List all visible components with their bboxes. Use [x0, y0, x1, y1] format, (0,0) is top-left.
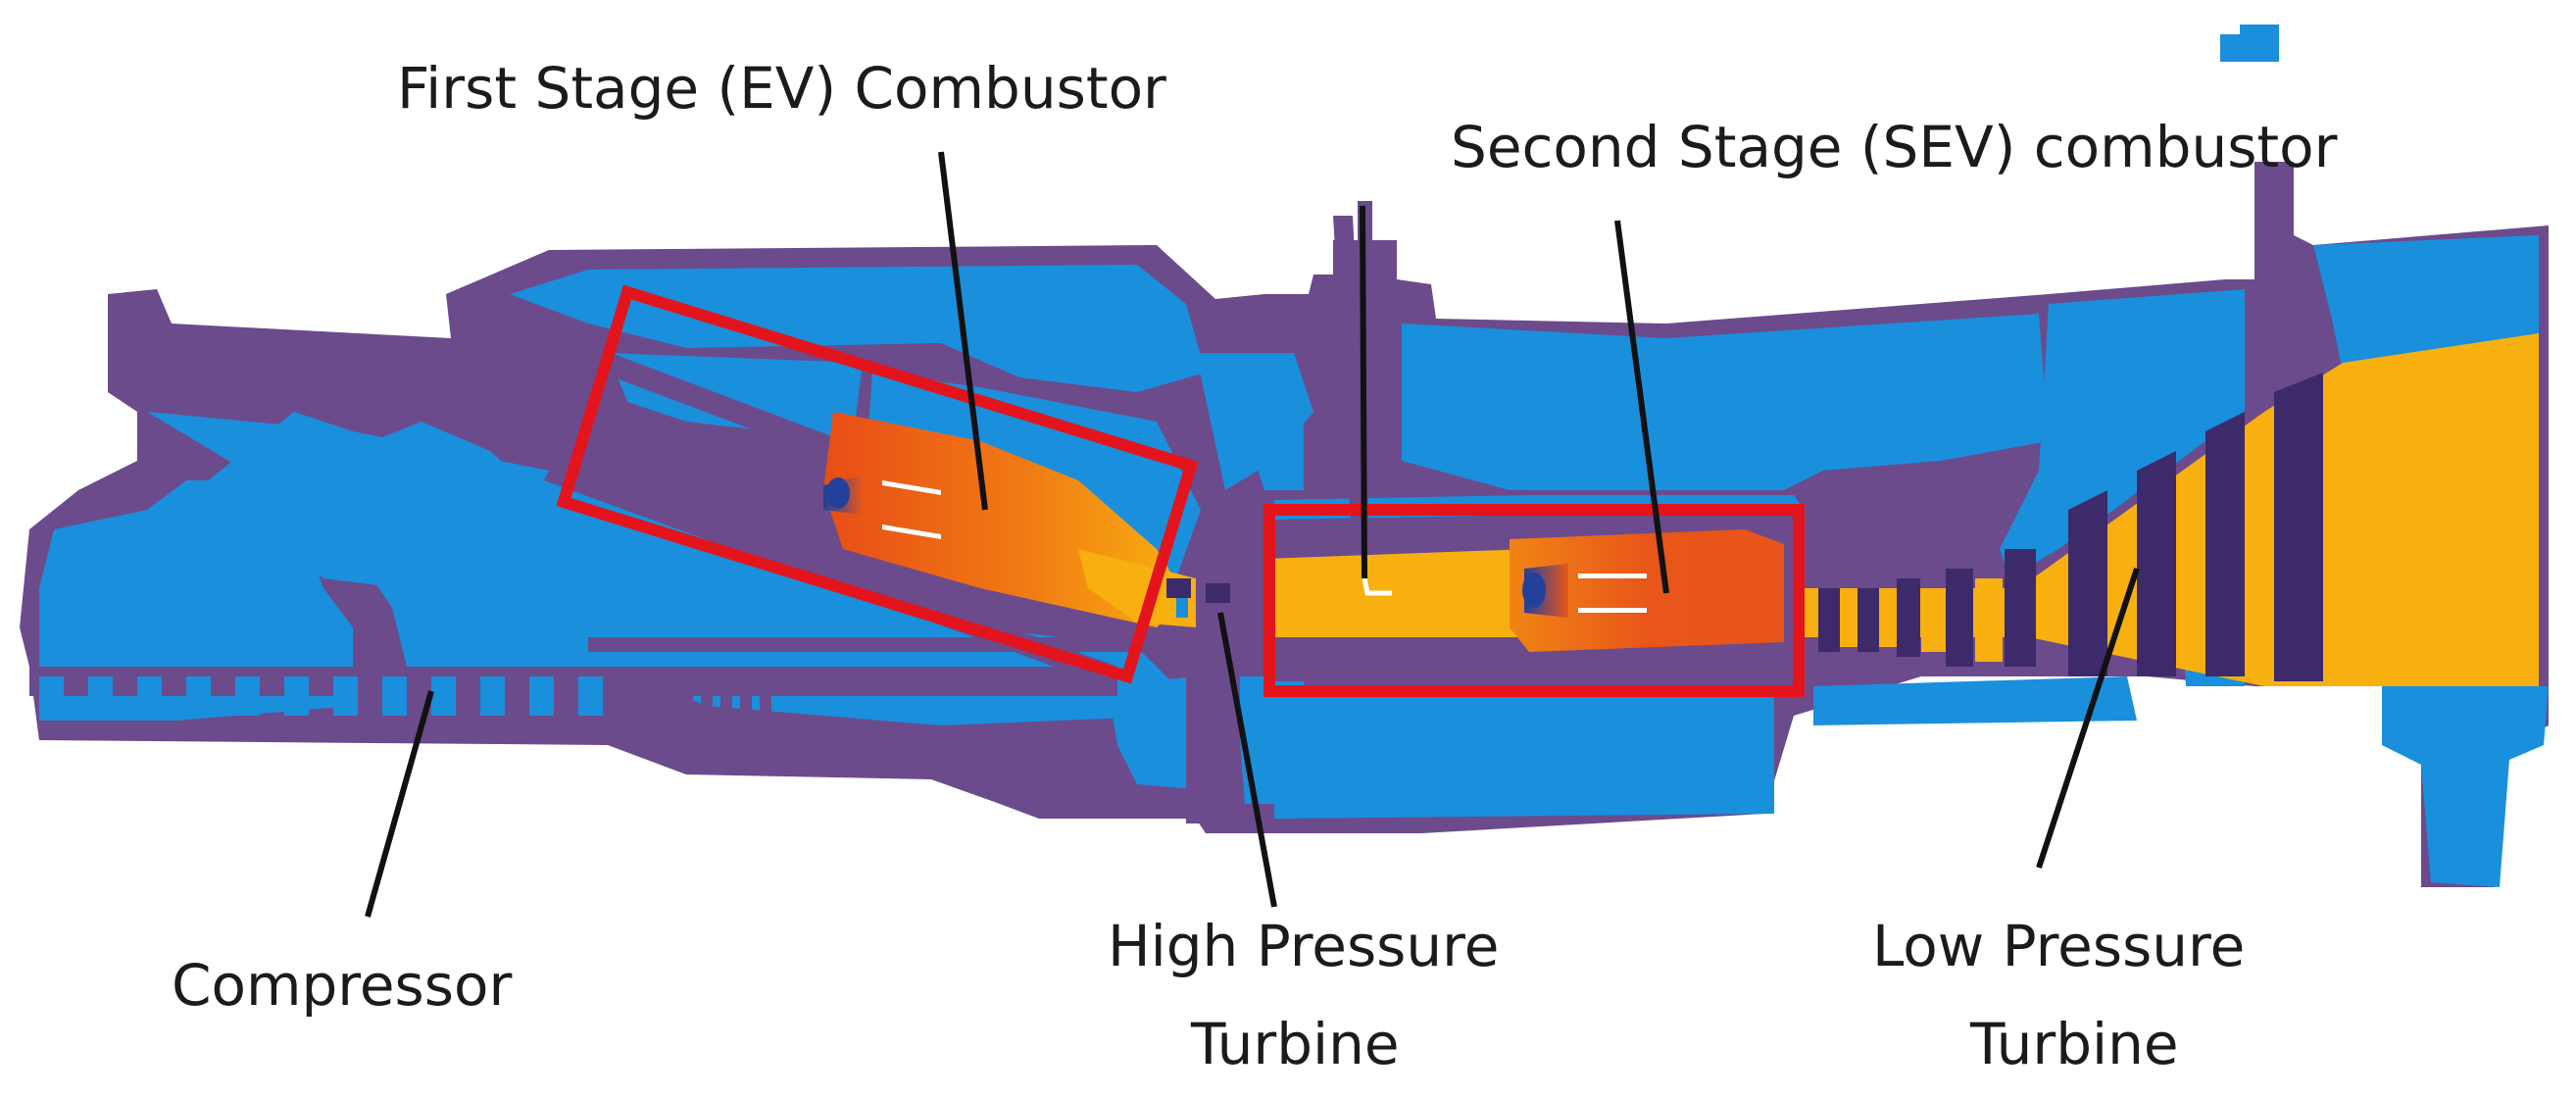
fuel-nozzles [823, 475, 1647, 618]
compressor-rear-blades [622, 691, 771, 721]
highlight-box-first-stage [556, 284, 1199, 684]
label-compressor: Compressor [172, 952, 512, 1019]
leader-line-sev-lance [1360, 205, 1367, 579]
compressor-blades [39, 676, 603, 716]
label-second-stage-combustor: Second Stage (SEV) combustor [1451, 114, 2338, 180]
lp-turbine-blades [1818, 373, 2323, 681]
leader-line-second-stage [1614, 220, 1669, 594]
fuel-lance [1362, 577, 1392, 596]
label-lp-turbine-line1: Low Pressure [1872, 913, 2245, 979]
hp-turbine-vanes [1166, 578, 1230, 618]
highlight-box-second-stage [1263, 504, 1805, 697]
leader-line-compressor [365, 690, 434, 918]
label-first-stage-combustor: First Stage (EV) Combustor [397, 55, 1166, 122]
leader-line-lp-turbine [2036, 568, 2140, 869]
lp-blade-gaps [1840, 578, 2003, 662]
leader-lines [365, 151, 2140, 918]
leader-line-first-stage [938, 151, 988, 511]
label-hp-turbine-line2: Turbine [1190, 1011, 1400, 1077]
label-hp-turbine-line1: High Pressure [1108, 913, 1499, 979]
leader-line-hp-turbine [1217, 612, 1277, 908]
label-lp-turbine-line2: Turbine [1969, 1011, 2179, 1077]
